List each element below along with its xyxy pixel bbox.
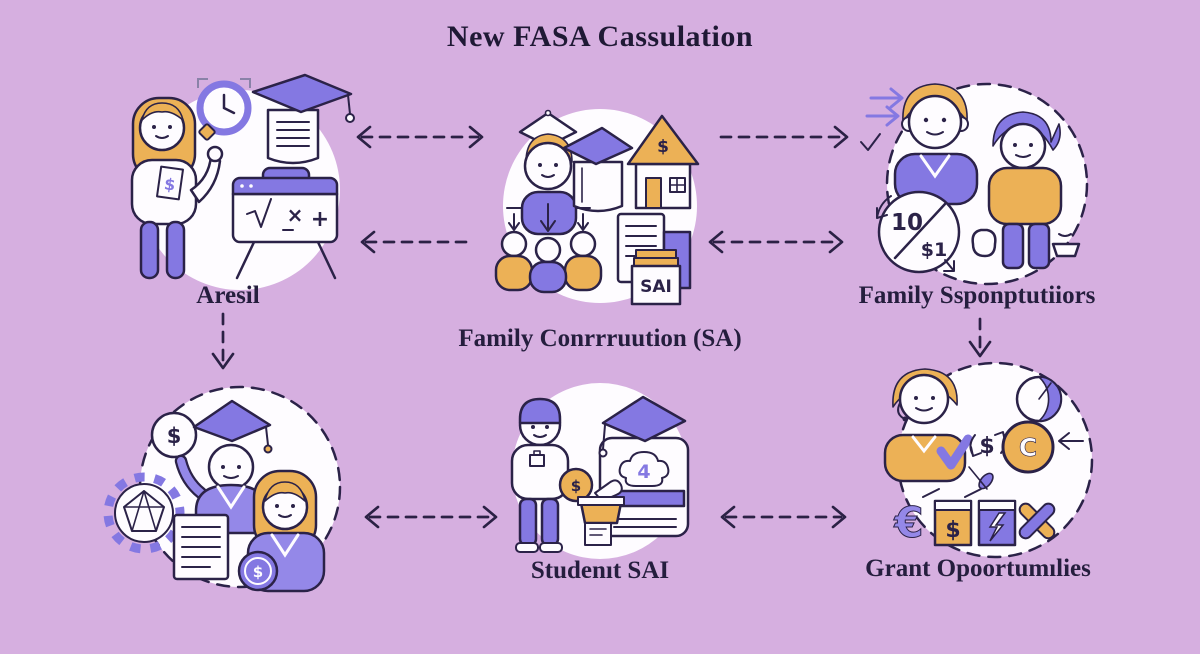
arrow-supporters-contribution-bottom (700, 227, 852, 257)
arrow-student-sai-grants (712, 502, 855, 532)
student-figure (520, 133, 578, 236)
sai-document-icon: SAI (616, 212, 692, 306)
purple-graduation-cap-icon (562, 126, 634, 213)
arrow-contribution-supporters-top (713, 122, 857, 152)
label-grant-opportunities: Grant Opoortumılies (865, 555, 1091, 582)
family-group-icon (494, 230, 603, 294)
svg-text:+: + (311, 207, 329, 232)
node-grant-opportunities: $ C € $ (865, 355, 1120, 570)
graduation-cap-icon (251, 73, 355, 165)
label-research: Aresil (196, 282, 260, 309)
arrow-supporters-grants-down (965, 316, 995, 364)
label-family-contribution: Family Conrrruution (SA) (458, 325, 742, 352)
shopper-figure (971, 111, 1081, 270)
node-research: $ (105, 62, 355, 292)
svg-text:$: $ (657, 137, 669, 157)
node-student-sai: $ 4 (483, 383, 718, 573)
page-title: New FASA Cassulation (446, 20, 754, 53)
orange-dollar-coin-icon: $ (558, 467, 594, 503)
svg-text:$: $ (979, 434, 994, 459)
pie-chart-icon (1015, 375, 1063, 423)
math-board-icon: × + (231, 166, 339, 280)
svg-text:C: C (1019, 433, 1037, 462)
label-family-supporters: Family Ssponptutiiors (858, 282, 1096, 309)
transfer-arrows-icon (860, 87, 904, 151)
currency-exchange-icon: $ C (968, 420, 1084, 490)
student-sai-illustration: $ 4 (510, 383, 690, 559)
arrow-contribution-research-bottom (352, 227, 472, 257)
award-illustration: $ (103, 385, 342, 593)
rate-circle-icon: 10 $1 (876, 190, 961, 274)
svg-text:$: $ (571, 477, 581, 495)
woman-figure: $ (130, 96, 224, 280)
arrow-research-contribution-top (348, 122, 492, 152)
svg-text:×: × (287, 203, 304, 227)
house-icon: $ (626, 114, 700, 210)
advisor-figure (883, 368, 967, 483)
family-supporters-illustration: 10 $1 (860, 82, 1089, 286)
graduate-figure (174, 399, 273, 535)
checkmark-icon (936, 434, 973, 470)
arrow-award-student-sai (356, 502, 506, 532)
node-family-supporters: 10 $1 (855, 62, 1115, 297)
purple-dollar-coin-icon: $ (237, 550, 279, 592)
donation-box-icon (577, 479, 625, 546)
magnifier-clock-icon (196, 78, 252, 141)
held-dollar-coin-icon: $ (150, 411, 198, 459)
certificate-icon: 4 (598, 395, 690, 538)
student-figure (510, 397, 570, 553)
svg-text:10: 10 (891, 210, 923, 236)
svg-text:$: $ (167, 424, 182, 448)
document-icon (172, 513, 230, 581)
down-arrows-icon (506, 203, 591, 232)
svg-text:$: $ (945, 518, 960, 543)
node-award: $ (98, 375, 353, 610)
node-family-contribution: $ (478, 86, 723, 326)
svg-text:$1: $1 (921, 239, 947, 261)
svg-text:€: € (893, 498, 923, 547)
svg-text:4: 4 (637, 461, 650, 483)
money-items-icons: € $ (893, 488, 1056, 548)
gear-icon (103, 472, 185, 554)
label-student-sai: Studenıt SAI (530, 557, 670, 584)
family-contribution-illustration: $ (494, 109, 700, 306)
svg-text:$: $ (253, 563, 263, 581)
svg-text:$: $ (163, 174, 177, 194)
svg-text:SAI: SAI (640, 277, 672, 297)
research-illustration: $ (130, 73, 355, 290)
arrow-research-award-down (208, 310, 238, 378)
grant-opportunities-illustration: $ C € $ (883, 361, 1094, 559)
